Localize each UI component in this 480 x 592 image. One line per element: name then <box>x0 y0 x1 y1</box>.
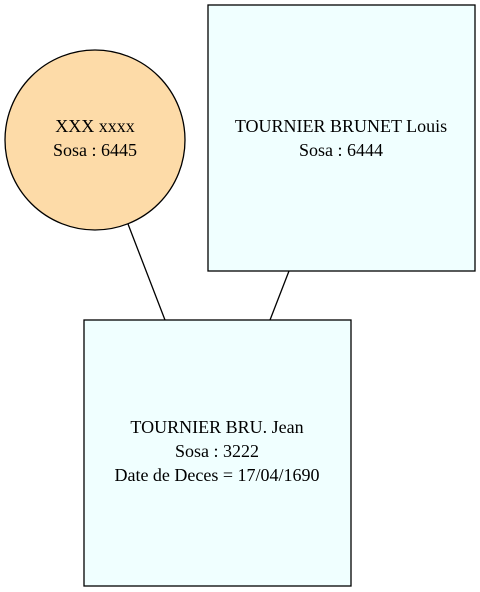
edge-father-to-child <box>269 270 290 321</box>
person-node-mother[interactable]: XXX xxxx Sosa : 6445 <box>4 49 186 231</box>
person-name: XXX xxxx <box>55 116 135 136</box>
person-box <box>83 319 352 587</box>
person-sosa: Sosa : 6445 <box>53 140 137 160</box>
person-sosa: Sosa : 6444 <box>299 140 383 160</box>
person-sosa: Sosa : 3222 <box>175 441 259 461</box>
edge-mother-to-child <box>127 223 166 321</box>
person-box <box>207 4 476 272</box>
person-node-child[interactable]: TOURNIER BRU. Jean Sosa : 3222 Date de D… <box>83 319 352 587</box>
person-death-date: Date de Deces = 17/04/1690 <box>114 465 319 485</box>
person-name: TOURNIER BRU. Jean <box>130 417 303 437</box>
person-circle <box>4 49 186 231</box>
person-node-father[interactable]: TOURNIER BRUNET Louis Sosa : 6444 <box>207 4 476 272</box>
person-name: TOURNIER BRUNET Louis <box>235 116 447 136</box>
